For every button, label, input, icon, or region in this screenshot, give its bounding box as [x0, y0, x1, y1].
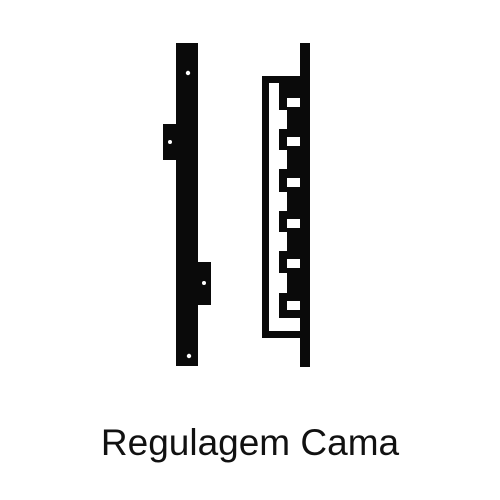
left-flat-bracket-icon: [163, 43, 211, 366]
top-hole-icon: [185, 70, 191, 76]
product-caption: Regulagem Cama: [100, 422, 400, 463]
bottom-hole-icon: [186, 353, 192, 359]
right-slotted-bracket-icon: [262, 43, 310, 367]
tab-hole-icon: [202, 281, 206, 285]
tab-hole-icon: [168, 140, 172, 144]
